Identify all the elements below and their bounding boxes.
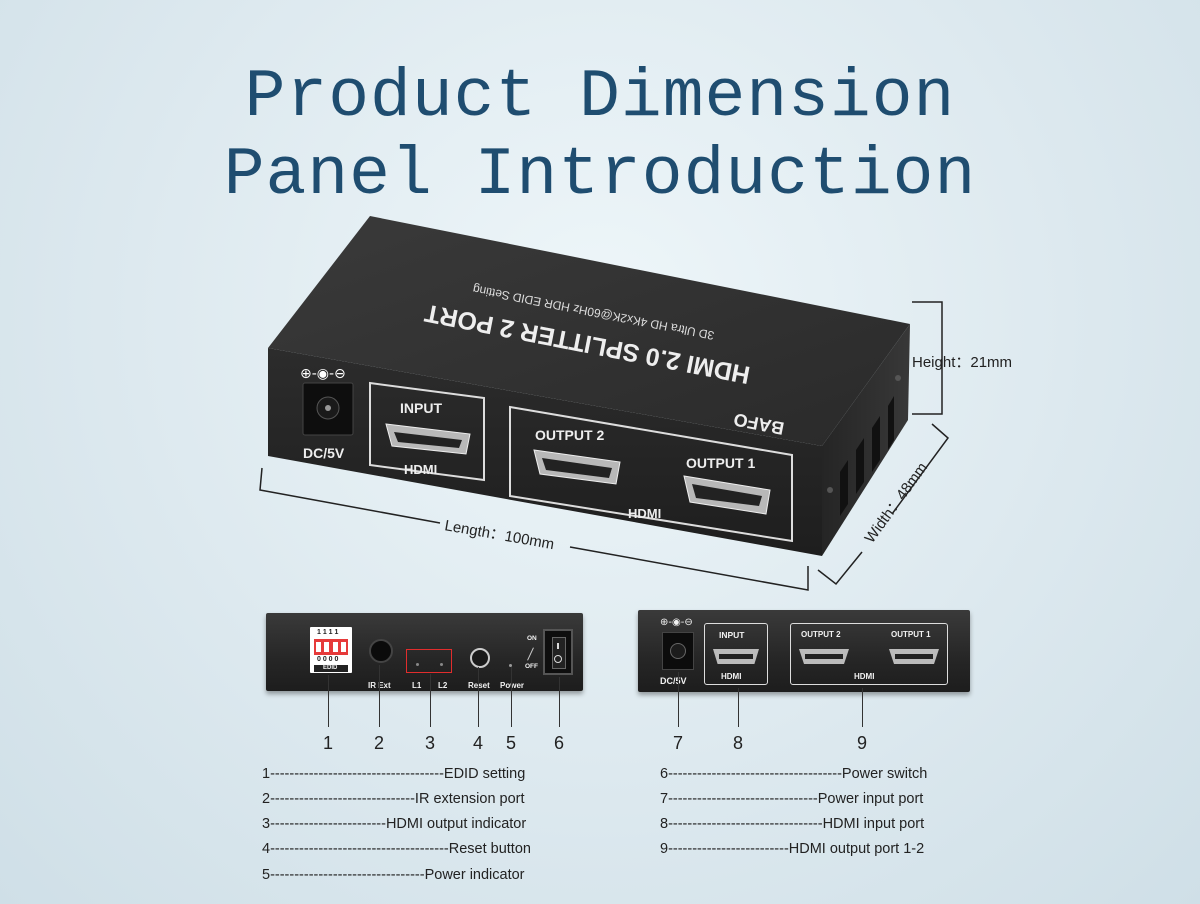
callout-number-2: 2 — [373, 733, 384, 753]
hdmi-output-box: OUTPUT 2 OUTPUT 1 HDMI — [790, 623, 948, 685]
legend-item-7: 7-------------------------------Power in… — [660, 791, 924, 807]
legend-item-9: 9-------------------------HDMI output po… — [660, 841, 925, 857]
callout-number-1: 1 — [322, 733, 333, 753]
callout-number-9: 9 — [856, 733, 867, 753]
legend-item-5: 5--------------------------------Power i… — [262, 867, 525, 883]
legend-item-3: 3------------------------HDMI output ind… — [262, 816, 527, 832]
on-off-slash — [527, 647, 534, 661]
dc-label-3d: DC/5V — [303, 445, 345, 461]
dip-switch-bank — [314, 639, 348, 655]
rear-panel: 1 1 1 1 0 0 0 0 EDID IR Ext L1 L2 Reset … — [266, 613, 583, 691]
edid-dip-switch[interactable]: 1 1 1 1 0 0 0 0 EDID — [310, 627, 352, 673]
input-port-3d: INPUT HDMI — [369, 381, 485, 482]
polarity-icon: ⊕-◉-⊖ — [660, 617, 693, 628]
height-label: Height：21mm — [912, 354, 1012, 371]
hdmi-input-box: INPUT HDMI — [704, 623, 768, 685]
callout-number-3: 3 — [424, 733, 435, 753]
legend-item-8: 8--------------------------------HDMI in… — [660, 816, 925, 832]
title-line-1: Product Dimension — [244, 59, 956, 136]
hdmi-label-3d-input: HDMI — [404, 462, 437, 477]
hdmi-output-indicator — [406, 649, 452, 673]
legend-item-4: 4-------------------------------------Re… — [262, 841, 531, 857]
callout-number-6: 6 — [553, 733, 564, 753]
callout-number-8: 8 — [732, 733, 743, 753]
callout-number-4: 4 — [472, 733, 483, 753]
device-illustration: HDMI 2.0 SPLITTER 2 PORT 3D Ultra HD 4Kx… — [259, 216, 1012, 591]
edid-zeros-label: 0 0 0 0 — [317, 656, 339, 663]
hdmi-label-3d-output: HDMI — [628, 506, 661, 521]
hdmi-label-output: HDMI — [854, 672, 875, 681]
leader-line-9 — [862, 688, 863, 727]
output2-label-3d: OUTPUT 2 — [535, 427, 604, 443]
vent-slots — [840, 396, 894, 516]
output2-label: OUTPUT 2 — [801, 630, 841, 639]
l1-label: L1 — [412, 681, 422, 690]
ir-extension-port[interactable] — [369, 639, 393, 663]
output-ports-3d: OUTPUT 2 OUTPUT 1 HDMI — [509, 405, 793, 543]
legend-item-6: 6------------------------------------Pow… — [660, 766, 928, 782]
callout-number-5: 5 — [505, 733, 516, 753]
reset-button[interactable] — [470, 648, 490, 668]
leader-line-5 — [511, 667, 512, 727]
on-label: ON — [527, 635, 537, 642]
svg-text:⊕-◉-⊖: ⊕-◉-⊖ — [300, 366, 346, 382]
screw-icon — [895, 375, 901, 381]
leader-line-1 — [328, 675, 329, 727]
legend-item-2: 2------------------------------IR extens… — [262, 791, 525, 807]
leader-line-7 — [678, 672, 679, 727]
input-label-3d: INPUT — [400, 400, 442, 416]
callout-number-7: 7 — [672, 733, 683, 753]
edid-label: EDID — [323, 665, 338, 671]
front-panel: ⊕-◉-⊖ DC/5V INPUT HDMI OUTPUT 2 OUTPUT 1… — [638, 610, 970, 692]
length-label: Length：100mm — [443, 517, 555, 553]
power-indicator — [509, 664, 512, 667]
power-input-port[interactable] — [662, 632, 694, 670]
height-dimension — [912, 301, 943, 415]
off-label: OFF — [525, 663, 538, 670]
input-label: INPUT — [719, 630, 745, 640]
leader-line-4 — [478, 667, 479, 727]
device-top-face — [268, 216, 910, 446]
edid-bits-label: 1 1 1 1 — [317, 629, 339, 636]
power-label: Power — [500, 681, 525, 690]
leader-line-3 — [430, 674, 431, 727]
dc-jack-3d: ⊕-◉-⊖ DC/5V — [300, 366, 354, 461]
leader-line-2 — [379, 665, 380, 727]
screw-icon — [827, 487, 833, 493]
title-line-2: Panel Introduction — [223, 137, 977, 214]
edid-label-box — [314, 665, 348, 672]
length-dimension — [259, 467, 809, 591]
legend-item-1: 1------------------------------------EDI… — [262, 766, 526, 782]
l2-label: L2 — [438, 681, 448, 690]
width-dimension — [817, 423, 950, 586]
dc-label: DC/5V — [660, 676, 687, 686]
output1-label-3d: OUTPUT 1 — [686, 455, 755, 471]
leader-line-6 — [559, 677, 560, 727]
power-switch[interactable] — [543, 629, 573, 675]
hdmi-label-input: HDMI — [721, 672, 742, 681]
output1-label: OUTPUT 1 — [891, 630, 931, 639]
leader-line-8 — [738, 688, 739, 727]
